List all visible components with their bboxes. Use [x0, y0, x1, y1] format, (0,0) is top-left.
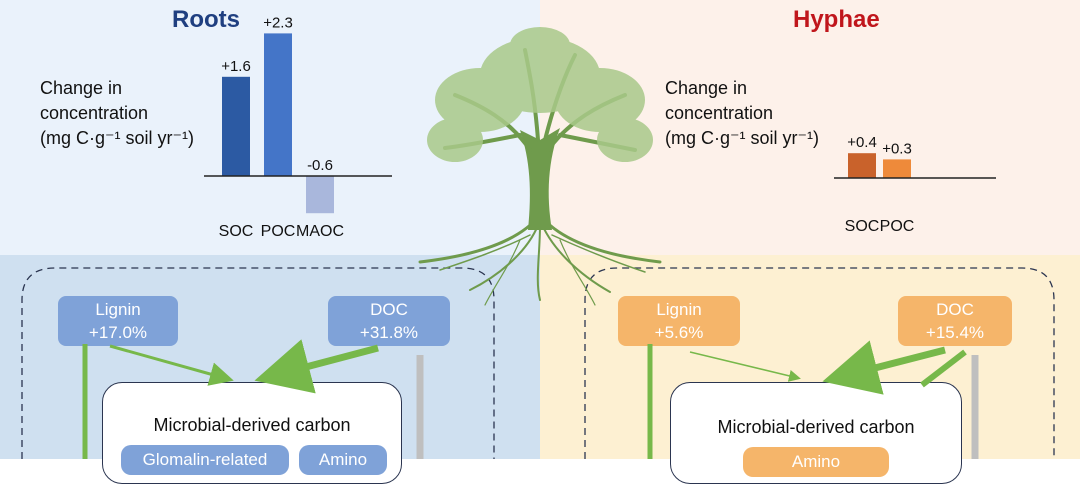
roots-axis-line-1: Change in: [40, 78, 123, 98]
roots-doc-name: DOC: [370, 300, 408, 319]
roots-category-label-poc: POC: [261, 223, 296, 240]
hyphae-value-label-soc: +0.4: [847, 134, 877, 151]
hyphae-doc-secondary-arrow: [920, 349, 967, 388]
roots-lignin-change: +17.0%: [88, 323, 148, 342]
roots-axis-label: Change in concentration (mg C·g⁻¹ soil y…: [40, 76, 194, 151]
hyphae-axis-line-1: Change in: [665, 78, 748, 98]
tree-trunk: [520, 128, 560, 230]
hyphae-category-label-poc: POC: [880, 218, 915, 235]
hyphae-lignin-name: Lignin: [656, 300, 702, 319]
roots-lignin-arrow: [109, 344, 234, 386]
hyphae-microbial-title: Microbial-derived carbon: [717, 417, 915, 437]
roots-value-label-maoc: -0.6: [307, 157, 333, 174]
roots-doc-box: DOC +31.8%: [328, 296, 450, 346]
hyphae-axis-label: Change in concentration (mg C·g⁻¹ soil y…: [665, 76, 819, 151]
hyphae-title: Hyphae: [793, 6, 880, 33]
hyphae-lignin-arrow: [689, 351, 801, 382]
roots-title: Roots: [172, 6, 240, 33]
hyphae-doc-name: DOC: [936, 300, 974, 319]
tree-illustration: [418, 27, 662, 306]
tree-canopy: [427, 27, 653, 162]
roots-category-label-soc: SOC: [219, 223, 254, 240]
dashed-outlines: [21, 267, 1055, 459]
hyphae-doc-arrow: [822, 340, 946, 395]
roots-bar-poc: [264, 33, 292, 177]
roots-bar-maoc: [306, 176, 334, 214]
roots-bar-soc: [222, 76, 250, 176]
hyphae-bar-poc: [883, 159, 911, 178]
hyphae-lignin-box: Lignin +5.6%: [618, 296, 740, 346]
roots-doc-change: +31.8%: [359, 323, 419, 342]
roots-value-label-poc: +2.3: [263, 14, 293, 31]
roots-doc-arrow: [254, 339, 379, 394]
hyphae-doc-box: DOC +15.4%: [898, 296, 1012, 346]
roots-value-label-soc: +1.6: [221, 58, 251, 75]
hyphae-lignin-change: +5.6%: [654, 323, 704, 342]
roots-category-label-maoc: MAOC: [296, 223, 344, 240]
roots-lignin-box: Lignin +17.0%: [58, 296, 178, 346]
roots-microbial-title: Microbial-derived carbon: [153, 415, 351, 435]
hyphae-doc-change: +15.4%: [925, 323, 985, 342]
roots-lignin-name: Lignin: [95, 300, 141, 319]
hyphae-axis-line-2: concentration: [665, 103, 774, 123]
flow-arrows: [82, 339, 979, 459]
roots-axis-line-2: concentration: [40, 103, 149, 123]
hyphae-value-label-poc: +0.3: [882, 140, 912, 157]
hyphae-bar-soc: [848, 153, 876, 178]
hyphae-axis-line-3: (mg C·g⁻¹ soil yr⁻¹): [665, 128, 819, 148]
hyphae-category-label-soc: SOC: [845, 218, 880, 235]
roots-axis-line-3: (mg C·g⁻¹ soil yr⁻¹): [40, 128, 194, 148]
